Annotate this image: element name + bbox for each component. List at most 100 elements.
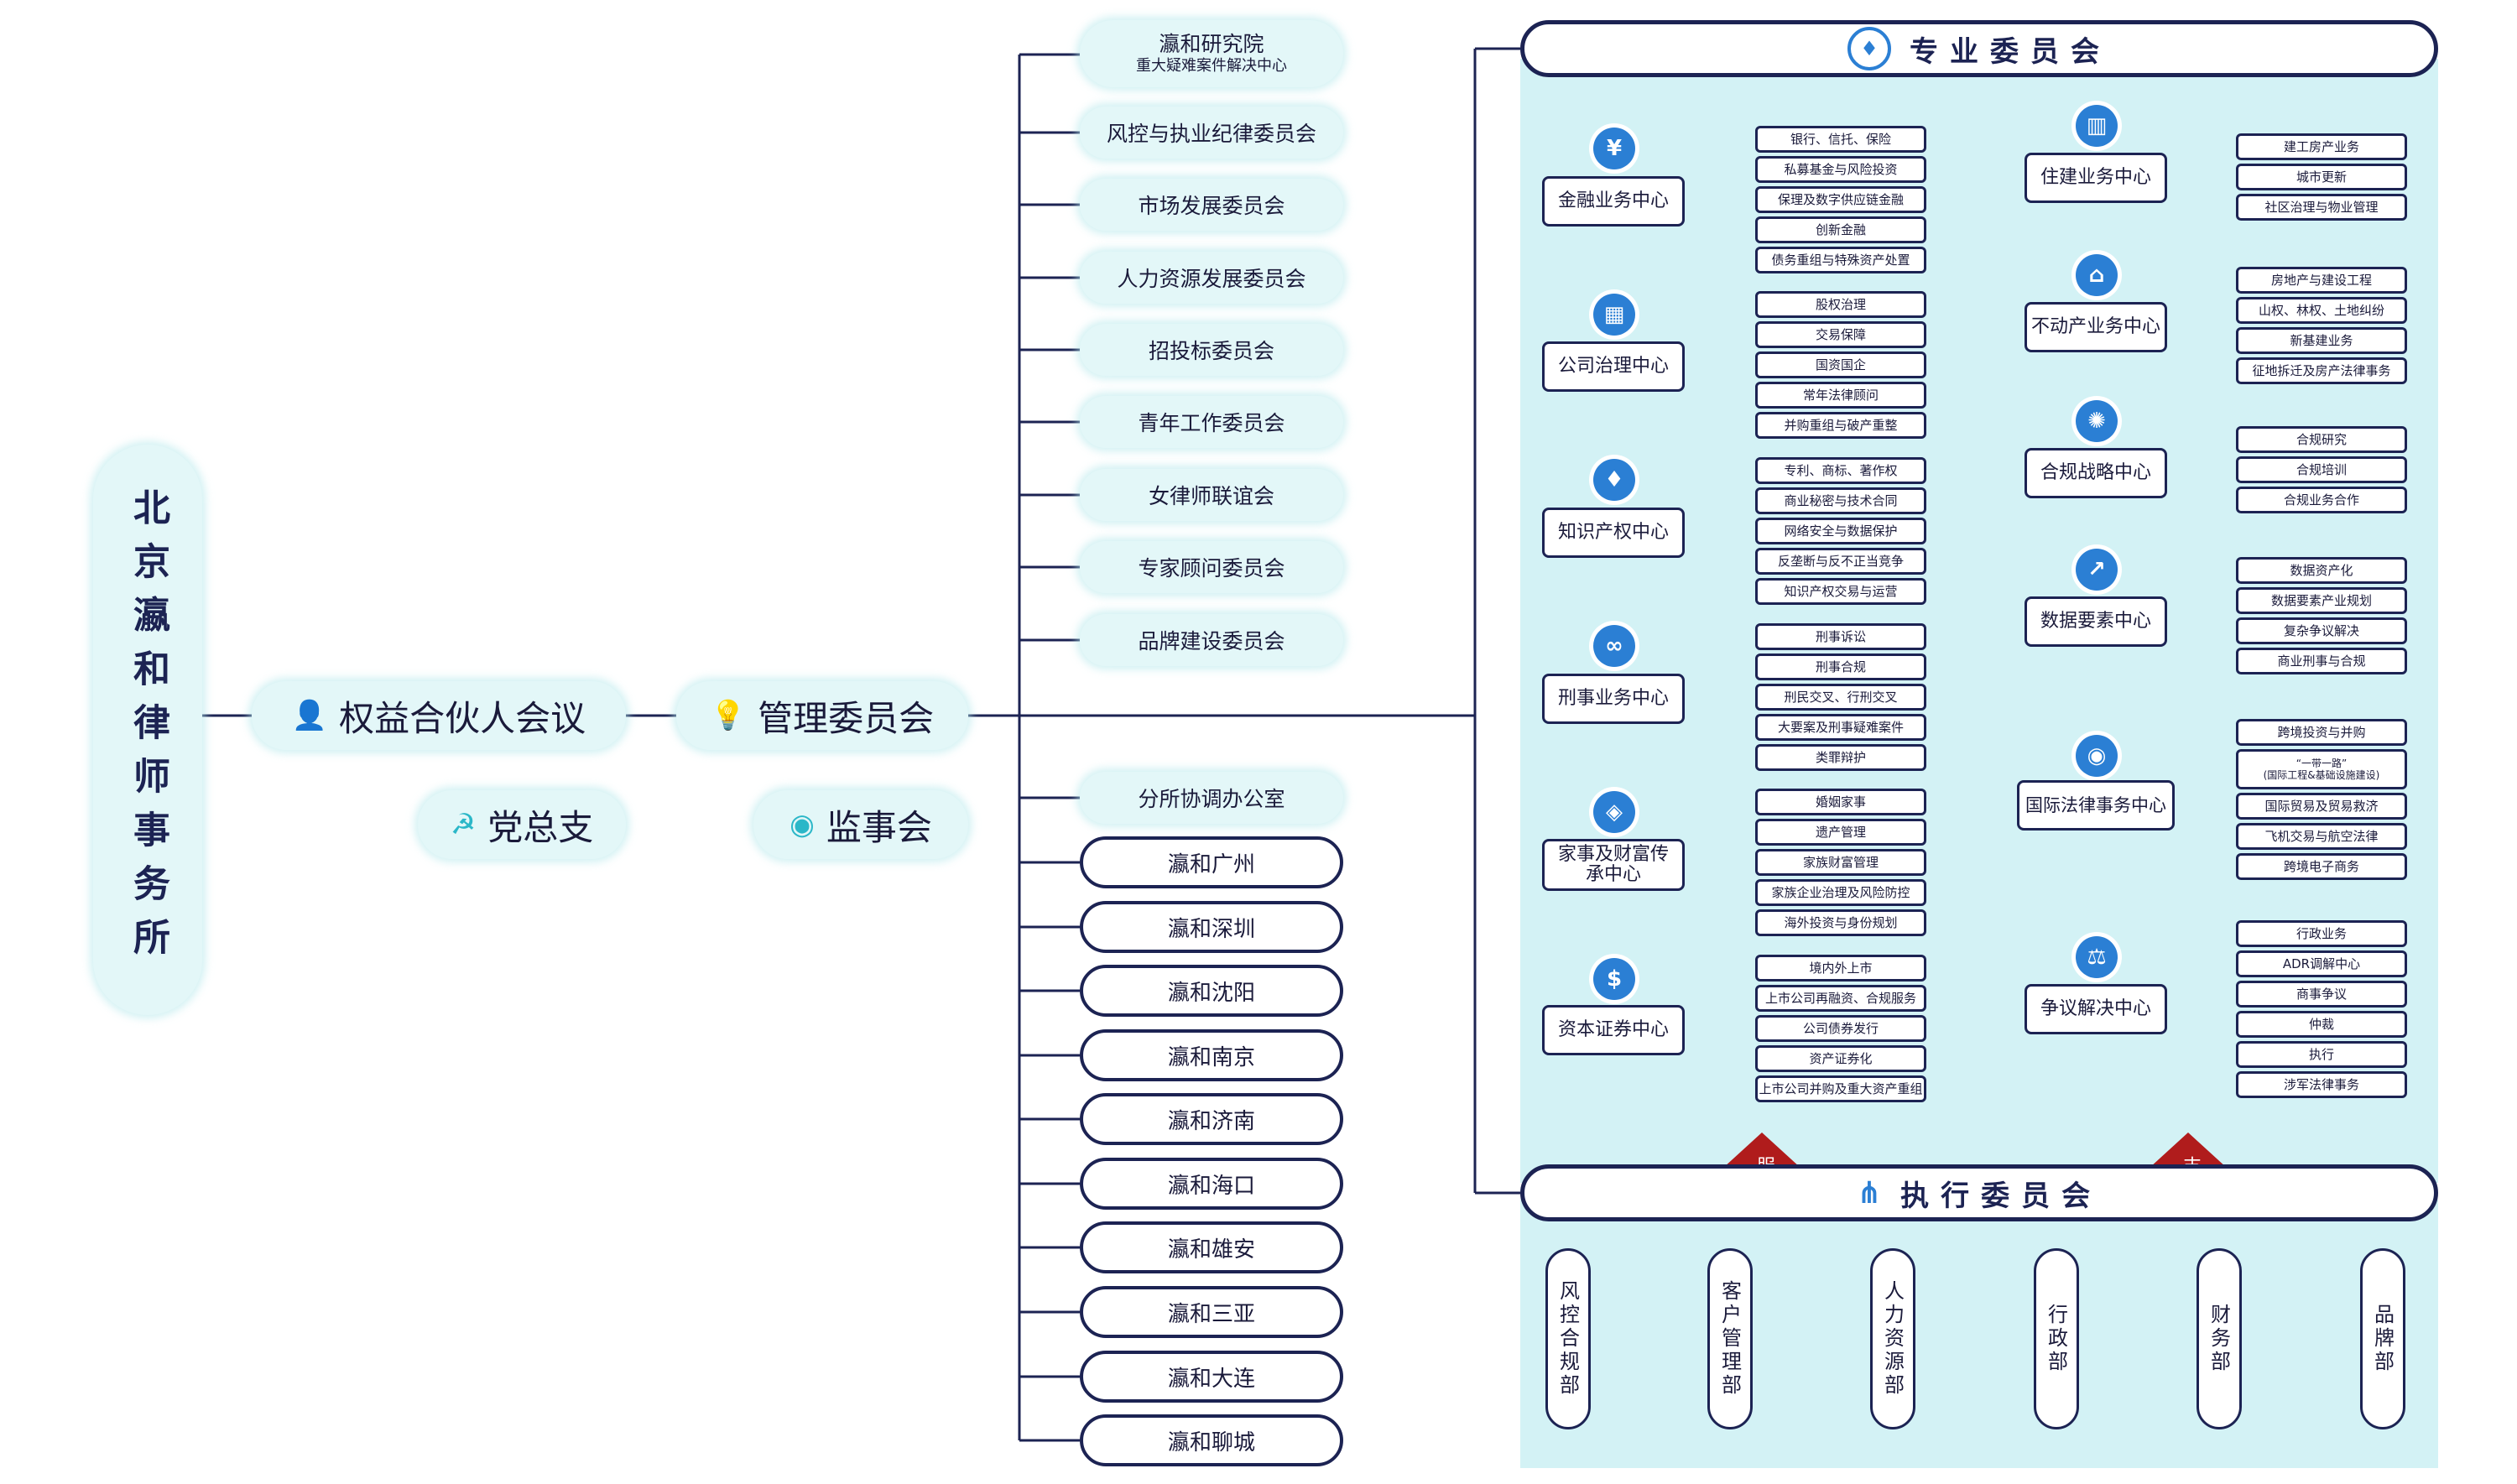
service-item: 征地拆迁及房产法律事务	[2236, 357, 2407, 384]
branch-item: 瀛和济南	[1080, 1093, 1343, 1145]
service-text: 网络安全与数据保护	[1784, 523, 1898, 539]
service-text: 股权治理	[1815, 297, 1866, 312]
service-text: 类罪辩护	[1815, 750, 1866, 765]
service-item: 行政业务	[2236, 920, 2407, 947]
service-text: 保理及数字供应链金融	[1777, 192, 1904, 207]
scales-icon: ⚖	[2076, 936, 2118, 978]
service-text: 涉军法律事务	[2283, 1077, 2359, 1092]
service-item: 刑事合规	[1755, 653, 1926, 680]
branch-office-label: 分所协调办公室	[1138, 787, 1285, 811]
department-name: 行政部	[2044, 1304, 2068, 1374]
service-item: 股权治理	[1755, 291, 1926, 318]
branch-item: 瀛和聊城	[1080, 1414, 1343, 1466]
service-text: 专利、商标、著作权	[1784, 463, 1898, 478]
department-item: 行政部	[2034, 1248, 2079, 1429]
service-item: 大要案及刑事疑难案件	[1755, 714, 1926, 741]
branch-name: 瀛和沈阳	[1167, 980, 1255, 1006]
service-item: 商业秘密与技术合同	[1755, 487, 1926, 514]
chart-icon: ↗	[2076, 549, 2118, 591]
center-box: 不动产业务中心	[2025, 302, 2167, 352]
service-text: 房地产与建设工程	[2270, 273, 2372, 288]
service-item: 反垄断与反不正当竞争	[1755, 548, 1926, 575]
partners-icon: 👤	[291, 699, 328, 732]
service-text: 境内外上市	[1809, 961, 1873, 976]
tie-icon: ♦	[1847, 27, 1891, 70]
service-item: 跨境电子商务	[2236, 853, 2407, 880]
committee-title: 青年工作委员会	[1138, 411, 1285, 435]
house-icon: ⌂	[2076, 254, 2118, 296]
service-text: 山权、林权、土地纠纷	[2258, 303, 2384, 318]
service-text: 公司债券发行	[1802, 1021, 1879, 1036]
branch-name: 瀛和大连	[1167, 1366, 1255, 1392]
service-text: 大要案及刑事疑难案件	[1777, 720, 1904, 735]
service-text: 建工房产业务	[2283, 139, 2359, 154]
service-item: 创新金融	[1755, 216, 1926, 243]
service-text: 并购重组与破产重整	[1784, 418, 1898, 433]
center-name: 金融业务中心	[1557, 190, 1669, 211]
service-text: 国资国企	[1815, 357, 1866, 372]
branch-name: 瀛和深圳	[1167, 916, 1255, 942]
service-text: 刑事合规	[1815, 659, 1866, 674]
service-item: 仲裁	[2236, 1011, 2407, 1038]
branch-name: 瀛和海口	[1167, 1173, 1255, 1199]
service-text: 知识产权交易与运营	[1784, 584, 1898, 599]
supervisory-board-label: 监事会	[826, 806, 932, 848]
service-text: 创新金融	[1815, 222, 1866, 237]
service-item: 商事争议	[2236, 981, 2407, 1008]
executive-committee-header: ⋔ 执行委员会	[1520, 1164, 2438, 1221]
service-text: 反垄断与反不正当竞争	[1777, 554, 1904, 569]
branch-item: 瀛和大连	[1080, 1351, 1343, 1403]
service-item: 房地产与建设工程	[2236, 267, 2407, 294]
service-text: 跨境电子商务	[2283, 859, 2359, 874]
firm-name-text: 北京瀛和律师事务所	[127, 488, 169, 971]
service-item: 常年法律顾问	[1755, 382, 1926, 409]
committee-item: 品牌建设委员会	[1080, 614, 1343, 666]
service-text: 刑民交叉、行刑交叉	[1784, 690, 1898, 705]
committee-item: 人力资源发展委员会	[1080, 252, 1343, 304]
center-box: 住建业务中心	[2025, 153, 2167, 203]
service-text: 商业秘密与技术合同	[1784, 493, 1898, 508]
service-item: 资产证券化	[1755, 1045, 1926, 1072]
center-name: 数据要素中心	[2040, 611, 2151, 632]
service-item: 涉军法律事务	[2236, 1071, 2407, 1098]
service-item: 债务重组与特殊资产处置	[1755, 247, 1926, 273]
management-committee-label: 管理委员会	[758, 697, 935, 739]
service-text: 常年法律顾问	[1802, 388, 1879, 403]
branch-item: 瀛和三亚	[1080, 1286, 1343, 1338]
service-item: 私募基金与风险投资	[1755, 156, 1926, 183]
firm-name: 北京瀛和律师事务所	[93, 445, 202, 1015]
money-icon: $	[1593, 958, 1635, 1000]
eye-icon: ◉	[789, 808, 815, 841]
share-icon: ⋔	[1856, 1175, 1883, 1211]
branch-item: 瀛和海口	[1080, 1158, 1343, 1210]
service-text: 债务重组与特殊资产处置	[1771, 253, 1910, 268]
service-item: 刑事诉讼	[1755, 623, 1926, 650]
service-text: 合规业务合作	[2283, 492, 2359, 508]
supervisory-board: ◉ 监事会	[753, 790, 968, 859]
service-item: 合规培训	[2236, 456, 2407, 483]
service-text: 复杂争议解决	[2283, 623, 2359, 638]
committee-title: 人力资源发展委员会	[1117, 267, 1306, 291]
yen-icon: ¥	[1593, 128, 1635, 169]
service-text: 资产证券化	[1809, 1051, 1873, 1066]
professional-committee-header: ♦ 专业委员会	[1520, 20, 2438, 77]
department-item: 品牌部	[2360, 1248, 2405, 1429]
committee-item: 女律师联谊会	[1080, 469, 1343, 521]
service-item: 境内外上市	[1755, 955, 1926, 982]
service-text: 商业刑事与合规	[2277, 653, 2366, 669]
department-item: 人力资源部	[1870, 1248, 1915, 1429]
service-item: 网络安全与数据保护	[1755, 518, 1926, 544]
committee-item: 招投标委员会	[1080, 324, 1343, 376]
service-item: 知识产权交易与运营	[1755, 578, 1926, 605]
branch-item: 瀛和深圳	[1080, 901, 1343, 953]
service-item: 专利、商标、著作权	[1755, 457, 1926, 484]
service-item: 合规业务合作	[2236, 487, 2407, 513]
department-item: 财务部	[2197, 1248, 2242, 1429]
service-text: 新基建业务	[2290, 333, 2353, 348]
center-name: 住建业务中心	[2040, 167, 2151, 188]
service-text: 仲裁	[2308, 1017, 2334, 1032]
committee-title: 品牌建设委员会	[1138, 629, 1285, 653]
committee-title: 女律师联谊会	[1148, 484, 1274, 508]
service-text: 社区治理与物业管理	[2264, 200, 2379, 215]
committee-item: 瀛和研究院 重大疑难案件解决中心	[1080, 20, 1343, 87]
